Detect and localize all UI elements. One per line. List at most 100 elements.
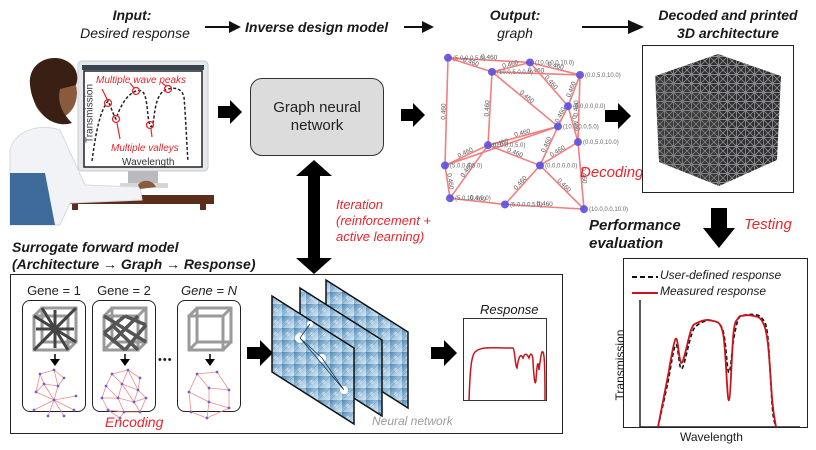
input-subtitle: Desired response — [80, 25, 190, 41]
encoded-graph-edge — [35, 383, 45, 393]
graph-edge — [577, 141, 585, 210]
arrow-right-icon — [582, 20, 644, 34]
encoded-graph-node — [62, 376, 66, 380]
legend-user-defined-label: User-defined response — [660, 268, 782, 282]
encoded-graph-edge — [117, 383, 123, 399]
graph-edge — [491, 71, 559, 128]
encoded-graph-edge — [57, 377, 65, 387]
encoded-graph-edge — [39, 369, 55, 375]
edge-weight-label: 0.460 — [481, 54, 498, 62]
encoded-graph-node — [100, 396, 104, 400]
encoded-graph-node — [72, 408, 76, 412]
gene-n-label: Gene = N — [180, 283, 237, 298]
encoded-graph-edge — [188, 391, 192, 413]
graph-node — [574, 138, 582, 147]
gene-2-label: Gene = 2 — [97, 283, 151, 298]
performance-xlabel: Wavelength — [680, 430, 743, 444]
unit-cell-icon — [32, 306, 78, 352]
bidirectional-iteration-arrow — [296, 160, 332, 274]
response-curve — [468, 346, 546, 401]
encoded-graph-edge — [196, 373, 210, 389]
gnn-label-line1: Graph neural — [273, 99, 361, 116]
encoded-graph-edge — [53, 385, 59, 401]
unit-cell-edge — [66, 340, 78, 352]
encoded-graph-edge — [117, 397, 135, 403]
multiple-wave-peaks-label: Multiple wave peaks — [96, 75, 187, 86]
graph-edge — [504, 203, 585, 210]
node-coordinate-label: (10.0,0.0,10.0) — [589, 207, 628, 213]
performance-chart — [639, 300, 800, 428]
encoded-graph-edge — [121, 369, 129, 385]
arrow-right-icon — [404, 21, 434, 33]
unit-cell-edge — [221, 340, 233, 352]
ellipsis: ••• — [158, 354, 173, 366]
edge-weight-label: 0.460 — [469, 194, 486, 203]
encoded-graph-node — [207, 400, 211, 404]
encoded-graph-edge — [53, 399, 75, 411]
legend-measured-swatch — [632, 292, 658, 294]
edge-weight-label: 0.460 — [549, 144, 567, 159]
graph-edge — [504, 164, 541, 205]
graph-edge — [539, 141, 579, 167]
encoded-graph-node — [106, 408, 110, 412]
desired-response-curve — [91, 87, 189, 162]
encoded-graph-edge — [188, 391, 210, 403]
encoded-graph-edge — [107, 409, 125, 413]
encoded-graph-node — [116, 396, 120, 400]
encoded-graph-edge — [101, 385, 107, 399]
edge-weight-label: 0.460 — [440, 103, 447, 120]
graph-node — [501, 200, 509, 209]
encoded-graph-edge — [188, 373, 198, 393]
encoded-graph-node — [34, 390, 38, 394]
arrow-right-icon — [205, 21, 241, 33]
graph-edge — [444, 125, 559, 167]
performance-line2: evaluation — [589, 235, 664, 252]
performance-line1: Performance — [589, 217, 681, 234]
legend-user-defined-swatch — [632, 276, 658, 278]
user-defined-response-line — [657, 313, 777, 428]
graph-edge — [447, 57, 531, 64]
legend-measured-label: Measured response — [660, 284, 767, 298]
encoded-graph-node — [138, 410, 142, 414]
graph-edge — [449, 197, 506, 206]
iteration-line2: (reinforcement + — [336, 213, 432, 228]
encoded-graph-node — [189, 410, 193, 414]
inverse-design-model-label: Inverse design model — [245, 19, 389, 35]
edge-weight-label: 0.460 — [484, 100, 492, 117]
graph-node — [564, 102, 572, 111]
graph-edge — [487, 125, 559, 146]
peak-marker — [163, 84, 173, 94]
graph-node — [441, 161, 449, 170]
block-arrow-right-icon — [401, 103, 425, 127]
encoded-graph-node — [207, 386, 211, 390]
encoding-label: Encoding — [105, 414, 164, 430]
edge-weight-label: 0.460 — [536, 200, 553, 208]
iteration-line1: Iteration — [336, 197, 383, 212]
encoded-graph-edge — [39, 373, 45, 385]
encoded-graph-node — [136, 388, 140, 392]
encoded-graph-edge — [121, 383, 139, 391]
graph-edge — [487, 71, 493, 146]
unit-cell-edge — [102, 306, 114, 318]
node-coordinate-label: (5.0,10.0,5.0) — [455, 196, 491, 202]
output-title: Output: — [489, 7, 541, 23]
graph-edge — [529, 61, 569, 107]
graph-node — [580, 205, 588, 214]
edge-weight-label: 0.460 — [556, 177, 573, 194]
unit-cell-edge — [136, 306, 148, 318]
graph-node — [554, 122, 562, 131]
graph-edge — [444, 57, 449, 166]
unit-cell-edge — [102, 340, 114, 352]
encoded-graph-edge — [111, 369, 129, 375]
node-coordinate-label: (0.0,0.0,5.0) — [493, 143, 525, 149]
encoded-graph-node — [62, 414, 66, 418]
encoded-graph-edge — [33, 399, 55, 411]
graph-edge — [567, 74, 581, 107]
surrogate-line2: (Architecture → Graph → Response) — [12, 256, 256, 272]
encoded-graph-edge — [190, 411, 208, 419]
iteration-label: Iteration (reinforcement + active learni… — [336, 197, 431, 245]
testing-label: Testing — [744, 216, 792, 233]
down-arrow-icon — [205, 359, 215, 366]
encoded-graph-edge — [137, 389, 147, 399]
